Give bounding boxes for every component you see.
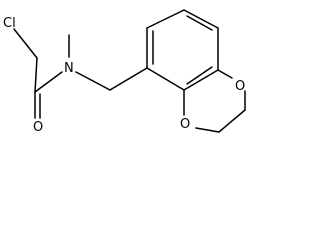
- atom-carbonyl-oxygen: O: [33, 120, 43, 135]
- atom-labels: Cl N O O O: [3, 16, 245, 135]
- atom-chlorine: Cl: [3, 16, 16, 31]
- ring-bond-5: [183, 69, 219, 91]
- bond-ch2-ch2: [218, 109, 246, 133]
- bond-n-ch2: [75, 71, 111, 91]
- bond-cl-ch2: [13, 28, 38, 59]
- atom-nitrogen: N: [64, 61, 74, 76]
- atom-ring-oxygen-bottom: O: [180, 117, 190, 132]
- bond-ch2-carbonyl: [34, 57, 38, 93]
- ring-bond-2: [146, 9, 185, 29]
- benzene-ring: [146, 9, 219, 91]
- atom-ring-oxygen-top: O: [235, 79, 245, 94]
- bond-ch2-aryl: [109, 67, 148, 91]
- bond-carbonyl-n: [34, 71, 63, 93]
- ring-double-2: [186, 15, 213, 31]
- ring-bond-3: [183, 9, 219, 29]
- bond-ring-o-top: [217, 69, 233, 79]
- dioxane-ring: [183, 69, 246, 133]
- ring-bond-6: [146, 67, 185, 91]
- bond-ch2-o-bottom: [195, 127, 220, 133]
- ring-double-3: [186, 66, 213, 85]
- chemical-structure: Cl N O O O: [0, 0, 258, 147]
- amide-bonds: [13, 28, 148, 119]
